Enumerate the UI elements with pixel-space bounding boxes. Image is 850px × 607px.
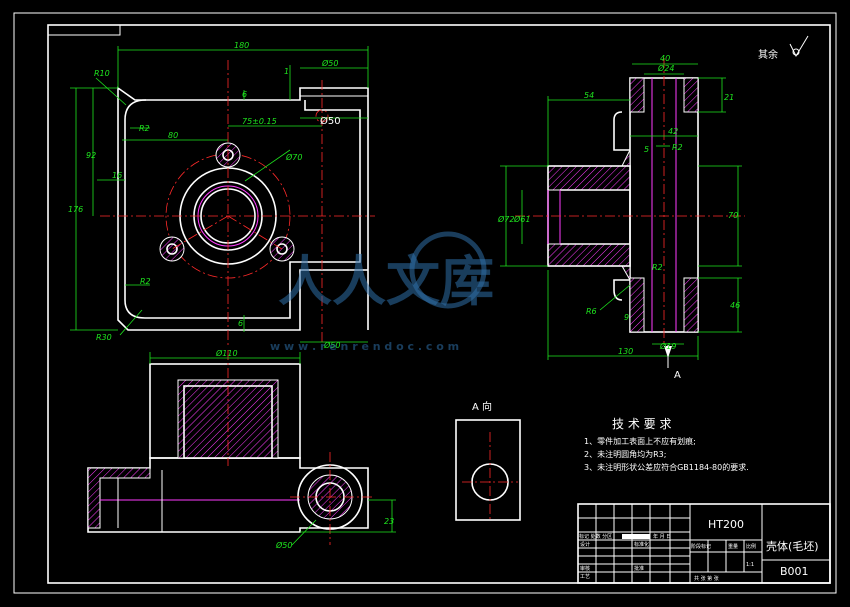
dim-42: 42 (668, 127, 678, 136)
dim-5: 5 (644, 145, 649, 154)
title-block: 标记 处数 分区 年 月 日 设计 标准化 阶段标记 重量 比例 审核 工艺 批… (577, 503, 831, 584)
tb-row-std: 标准化 (634, 541, 649, 548)
tb-sheet-labels: 共 张 第 张 (694, 575, 719, 582)
dim-r30: R30 (96, 333, 112, 342)
tb-scale: 1:1 (746, 562, 754, 568)
dim-r2-bottom: R2 (140, 277, 151, 286)
dim-phi72: Ø72 (497, 214, 514, 224)
tb-row-design: 设计 (580, 541, 590, 548)
dim-40: 40 (660, 54, 670, 63)
a-view: A 向 (455, 400, 521, 521)
dim-1: 1 (284, 67, 289, 76)
dim-r2-top: R2 (139, 124, 150, 133)
tb-row-ratio: 比例 (746, 543, 756, 550)
roughness-icon (789, 35, 809, 58)
dim-6: 6 (242, 90, 247, 99)
dim-phi61: Ø61 (513, 214, 530, 224)
tech-req-item-2: 2、未注明圆角均为R3; (584, 449, 666, 459)
tb-material: HT200 (708, 518, 744, 531)
tech-req-item-3: 3、未注明形状公差应符合GB1184-80的要求. (584, 462, 749, 472)
dim-176: 176 (68, 205, 83, 214)
tb-row-stage: 阶段标记 (691, 543, 711, 550)
dim-23: 23 (384, 517, 394, 526)
tb-row-approve: 批准 (634, 565, 644, 572)
dim-92: 92 (86, 151, 96, 160)
watermark-text: 人人文库 (278, 250, 494, 313)
dim-16: 16 (112, 171, 122, 180)
dim-70: 70 (728, 211, 738, 220)
dim-r2-side-b: R2 (652, 263, 663, 272)
dim-phi50-a: Ø50 (321, 58, 338, 68)
dim-phi50-c: Ø50 (323, 340, 340, 350)
tech-req-title: 技 术 要 求 (612, 417, 671, 431)
tb-part-name: 壳体(毛坯) (766, 539, 819, 553)
dim-21: 21 (724, 93, 734, 102)
dim-phi24: Ø24 (657, 63, 674, 73)
dim-9: 9 (624, 313, 629, 322)
dim-phi50-bottom: Ø50 (275, 540, 292, 550)
watermark: 人人文库 w w w . r e n r e n d o c . c o m (270, 231, 494, 353)
side-view: 40 Ø24 54 21 42 R2 5 Ø72 Ø61 70 R2 R6 46… (497, 54, 745, 381)
top-view: 180 R10 R2 80 75±0.15 Ø50 Ø50 Ø70 6 1 92… (68, 41, 375, 350)
tb-header-row2: 年 月 日 (653, 533, 671, 540)
tb-header-row: 标记 处数 分区 (579, 533, 612, 540)
dim-phi70: Ø70 (285, 152, 302, 162)
dim-130: 130 (618, 347, 633, 356)
roughness-note: 其余 (758, 48, 778, 61)
dim-75-tol: 75±0.15 (242, 117, 277, 126)
tech-requirements: 技 术 要 求 1、零件加工表面上不应有划痕; 2、未注明圆角均为R3; 3、未… (584, 417, 749, 472)
dim-phi19: Ø19 (659, 341, 676, 351)
dim-80: 80 (168, 131, 178, 140)
inner-frame (47, 24, 831, 584)
dim-r2-side-a: R2 (672, 143, 683, 152)
corner-box (47, 24, 121, 36)
tech-req-item-1: 1、零件加工表面上不应有划痕; (584, 436, 696, 446)
dim-r10: R10 (94, 69, 110, 78)
tb-row-review: 审核 (580, 565, 590, 572)
tb-row-process: 工艺 (580, 574, 590, 580)
section-marker: A (674, 370, 681, 381)
tb-drawing-no: B001 (780, 565, 809, 578)
watermark-url: w w w . r e n r e n d o c . c o m (270, 340, 459, 353)
dim-phi110: Ø110 (215, 348, 238, 358)
outer-frame (13, 12, 837, 594)
bottom-view: Ø110 Ø50 23 (87, 348, 396, 550)
dim-180: 180 (234, 41, 249, 50)
view-label: A 向 (472, 400, 492, 413)
dim-6-b: 6 (238, 319, 243, 328)
dim-54: 54 (584, 91, 594, 100)
dim-46: 46 (730, 301, 740, 310)
dim-phi50-b: Ø50 (320, 115, 341, 127)
tb-row-weight: 重量 (728, 543, 738, 550)
dim-r6: R6 (586, 307, 597, 316)
